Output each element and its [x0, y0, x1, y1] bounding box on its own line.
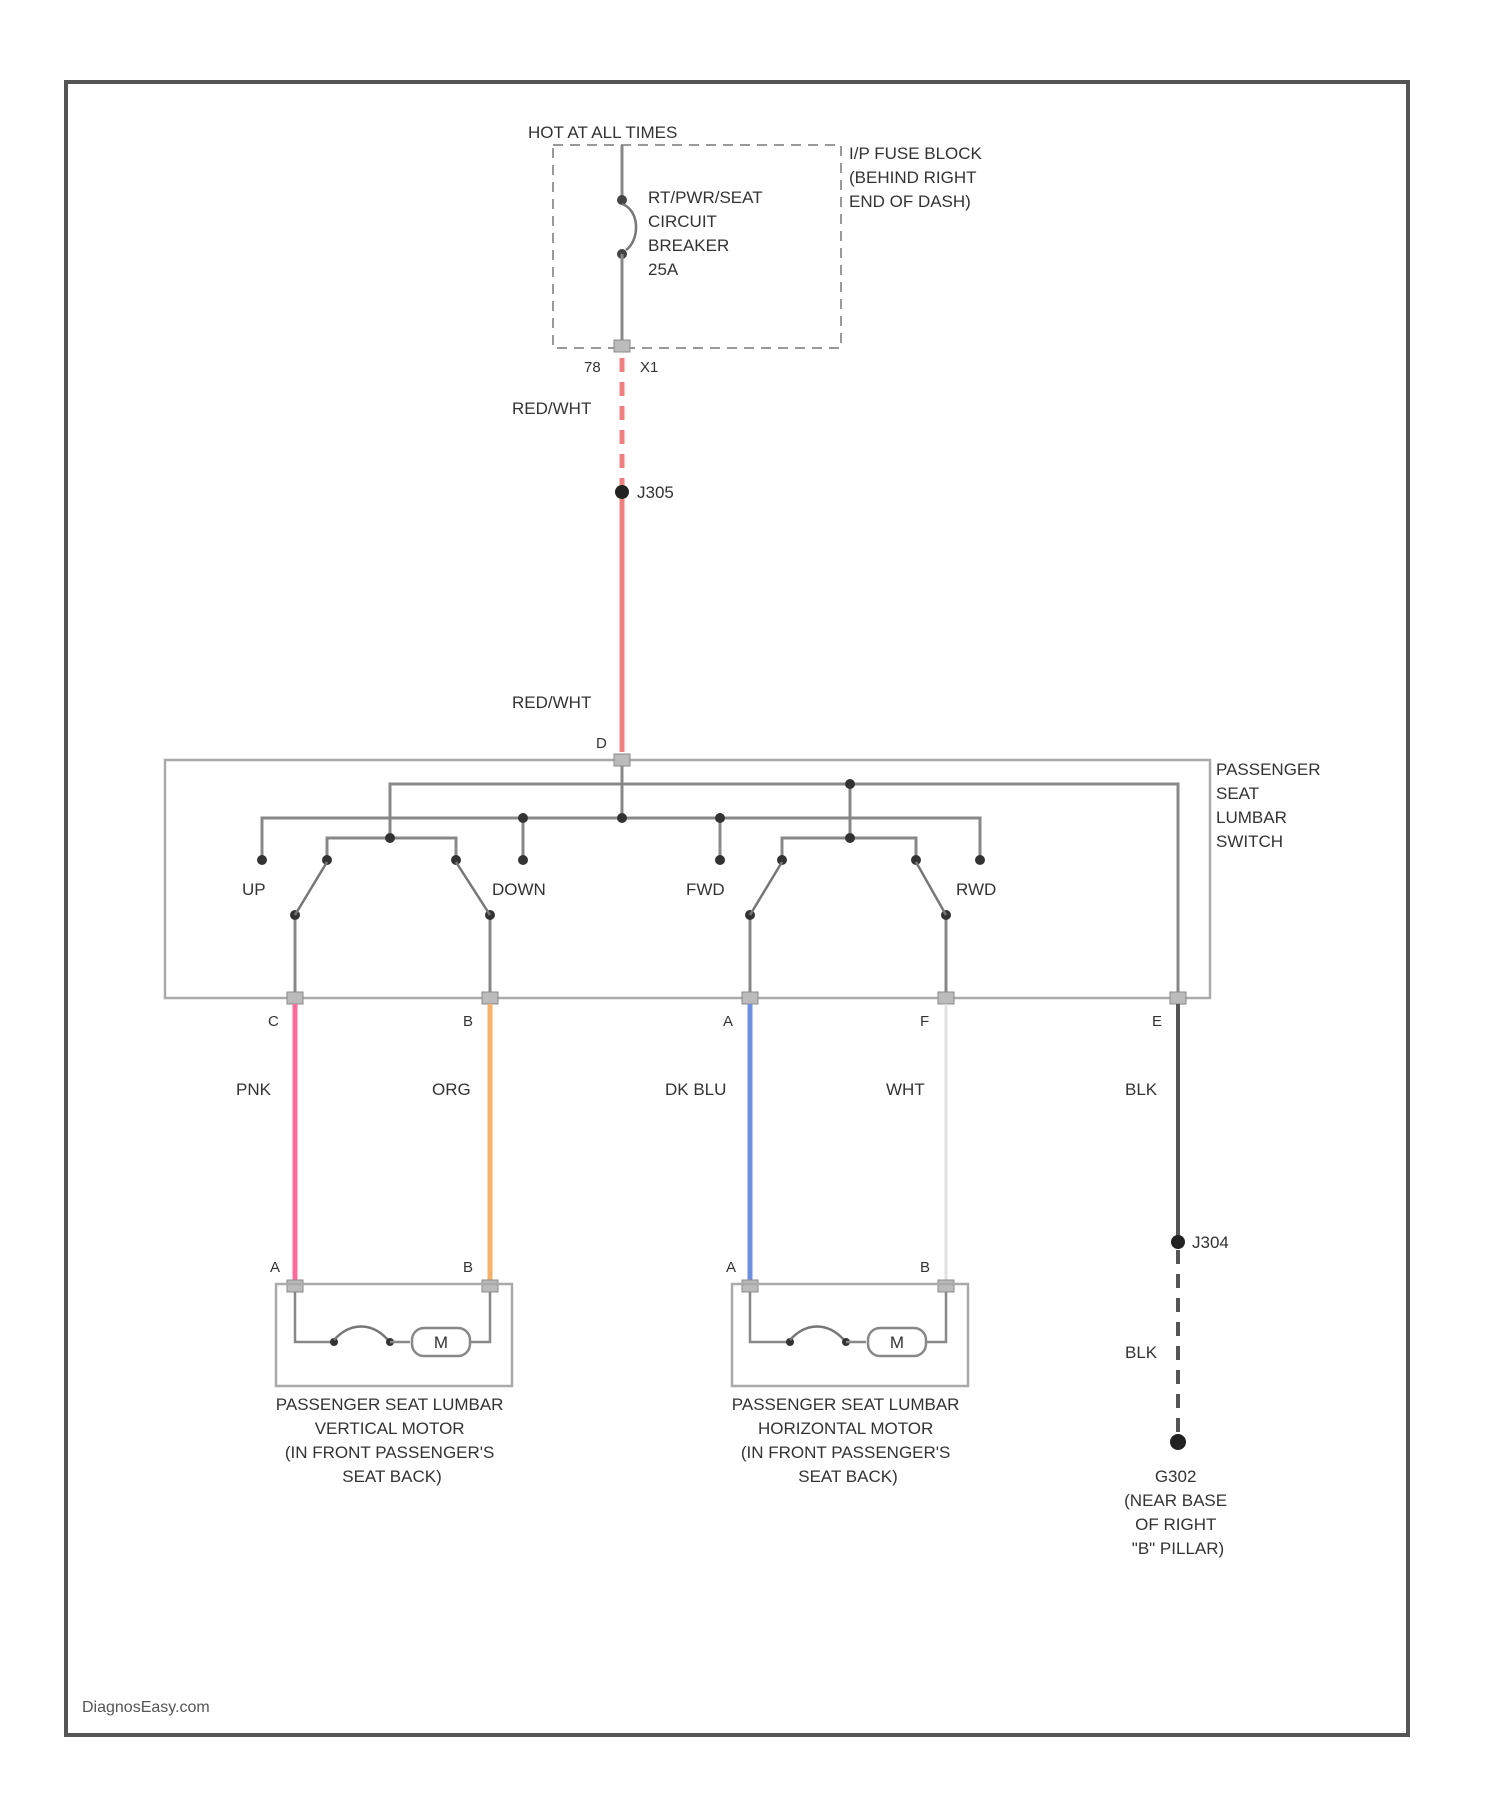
- diagram-frame: [66, 82, 1408, 1735]
- motor-horizontal-circuit: [750, 1292, 790, 1342]
- motor-horizontal-thermal-breaker: [790, 1327, 844, 1341]
- switch-pin-label-c: C: [268, 1013, 279, 1030]
- circuit-breaker-label: RT/PWR/SEAT CIRCUIT BREAKER 25A: [648, 188, 767, 279]
- wire-label-red-wht-upper: RED/WHT: [512, 399, 591, 418]
- switch-pin-label-b: B: [463, 1013, 473, 1030]
- switch-position-fwd: FWD: [686, 880, 725, 899]
- breaker-terminal-top: [617, 195, 627, 205]
- motor-horizontal-connector-b: [938, 1280, 954, 1292]
- fuse-block-label: I/P FUSE BLOCK (BEHIND RIGHT END OF DASH…: [849, 144, 987, 211]
- switch-position-down: DOWN: [492, 880, 546, 899]
- motor-horizontal-symbol: M: [890, 1333, 904, 1352]
- hot-at-all-times-label: HOT AT ALL TIMES: [528, 123, 677, 142]
- watermark: DiagnosEasy.com: [82, 1699, 210, 1716]
- motor-vertical-connector-b: [482, 1280, 498, 1292]
- switch-position-rwd: RWD: [956, 880, 996, 899]
- motor-vertical-symbol: M: [434, 1333, 448, 1352]
- motor-vertical-label: PASSENGER SEAT LUMBAR VERTICAL MOTOR (IN…: [276, 1395, 508, 1486]
- motor-vertical-circuit-right: [470, 1292, 490, 1342]
- fuse-pin-label-right: X1: [640, 359, 658, 376]
- switch-pin-label-e: E: [1152, 1013, 1162, 1030]
- motor-vertical-thermal-breaker: [334, 1327, 388, 1341]
- motor-vertical-pin-label-b: B: [463, 1259, 473, 1276]
- switch-pin-label-f: F: [920, 1013, 929, 1030]
- splice-label-j305: J305: [637, 483, 674, 502]
- motor-vertical-connector-a: [287, 1280, 303, 1292]
- motor-horizontal-circuit-right: [926, 1292, 946, 1342]
- motor-vertical-pin-label-a: A: [270, 1259, 280, 1276]
- wire-label-dk-blu: DK BLU: [665, 1080, 726, 1099]
- wire-label-wht: WHT: [886, 1080, 925, 1099]
- wire-label-pnk: PNK: [236, 1080, 272, 1099]
- splice-label-j304: J304: [1192, 1233, 1229, 1252]
- switch-pin-label-a: A: [723, 1013, 733, 1030]
- wire-label-blk-upper: BLK: [1125, 1080, 1158, 1099]
- motor-horizontal-pin-label-b: B: [920, 1259, 930, 1276]
- switch-pin-label-d: D: [596, 735, 607, 752]
- motor-horizontal-connector-a: [742, 1280, 758, 1292]
- fuse-pin-label-left: 78: [584, 359, 601, 376]
- motor-horizontal-pin-label-a: A: [726, 1259, 736, 1276]
- vertical-motor: A B M PASSENGER SEAT LUMBAR VERTICAL MOT…: [270, 1259, 512, 1486]
- splice-j305: [615, 485, 629, 499]
- motor-horizontal-outline: [732, 1284, 968, 1386]
- motor-vertical-outline: [276, 1284, 512, 1386]
- switch-connector-d: [614, 754, 630, 766]
- wire-label-org: ORG: [432, 1080, 471, 1099]
- motor-horizontal-label: PASSENGER SEAT LUMBAR HORIZONTAL MOTOR (…: [732, 1395, 964, 1486]
- lumbar-switch-label: PASSENGER SEAT LUMBAR SWITCH: [1216, 760, 1325, 851]
- motor-vertical-circuit: [295, 1292, 334, 1342]
- switch-contact-blades: [295, 862, 946, 915]
- fuse-block-connector: [614, 340, 630, 352]
- wire-label-blk-lower: BLK: [1125, 1343, 1158, 1362]
- wire-label-red-wht-lower: RED/WHT: [512, 693, 591, 712]
- splice-j304: [1171, 1235, 1185, 1249]
- switch-position-up: UP: [242, 880, 266, 899]
- lumbar-switch-outline: [165, 760, 1210, 998]
- ground-g302-point: [1170, 1434, 1186, 1450]
- horizontal-motor: A B M PASSENGER SEAT LUMBAR HORIZONTAL M…: [726, 1259, 968, 1486]
- circuit-breaker-symbol: [622, 204, 636, 250]
- ground-g302-label: G302 (NEAR BASE OF RIGHT "B" PILLAR): [1124, 1467, 1232, 1558]
